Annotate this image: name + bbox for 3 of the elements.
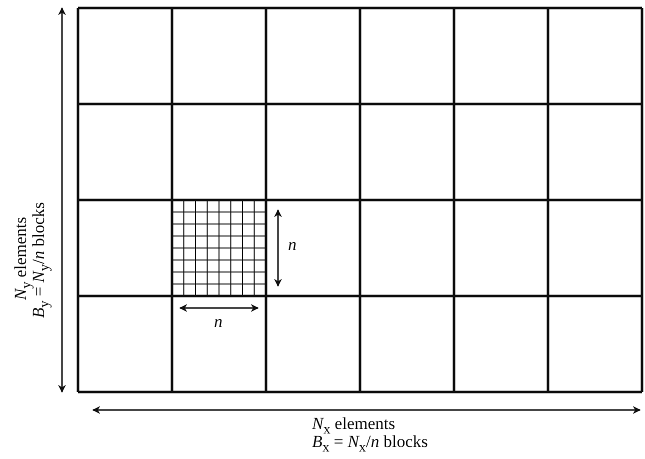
- dimension-label: B$_{x}$ = N$_{x}$/n blocks: [312, 433, 428, 456]
- dimension-label: n: [214, 313, 222, 331]
- dimension-label: n: [288, 236, 296, 254]
